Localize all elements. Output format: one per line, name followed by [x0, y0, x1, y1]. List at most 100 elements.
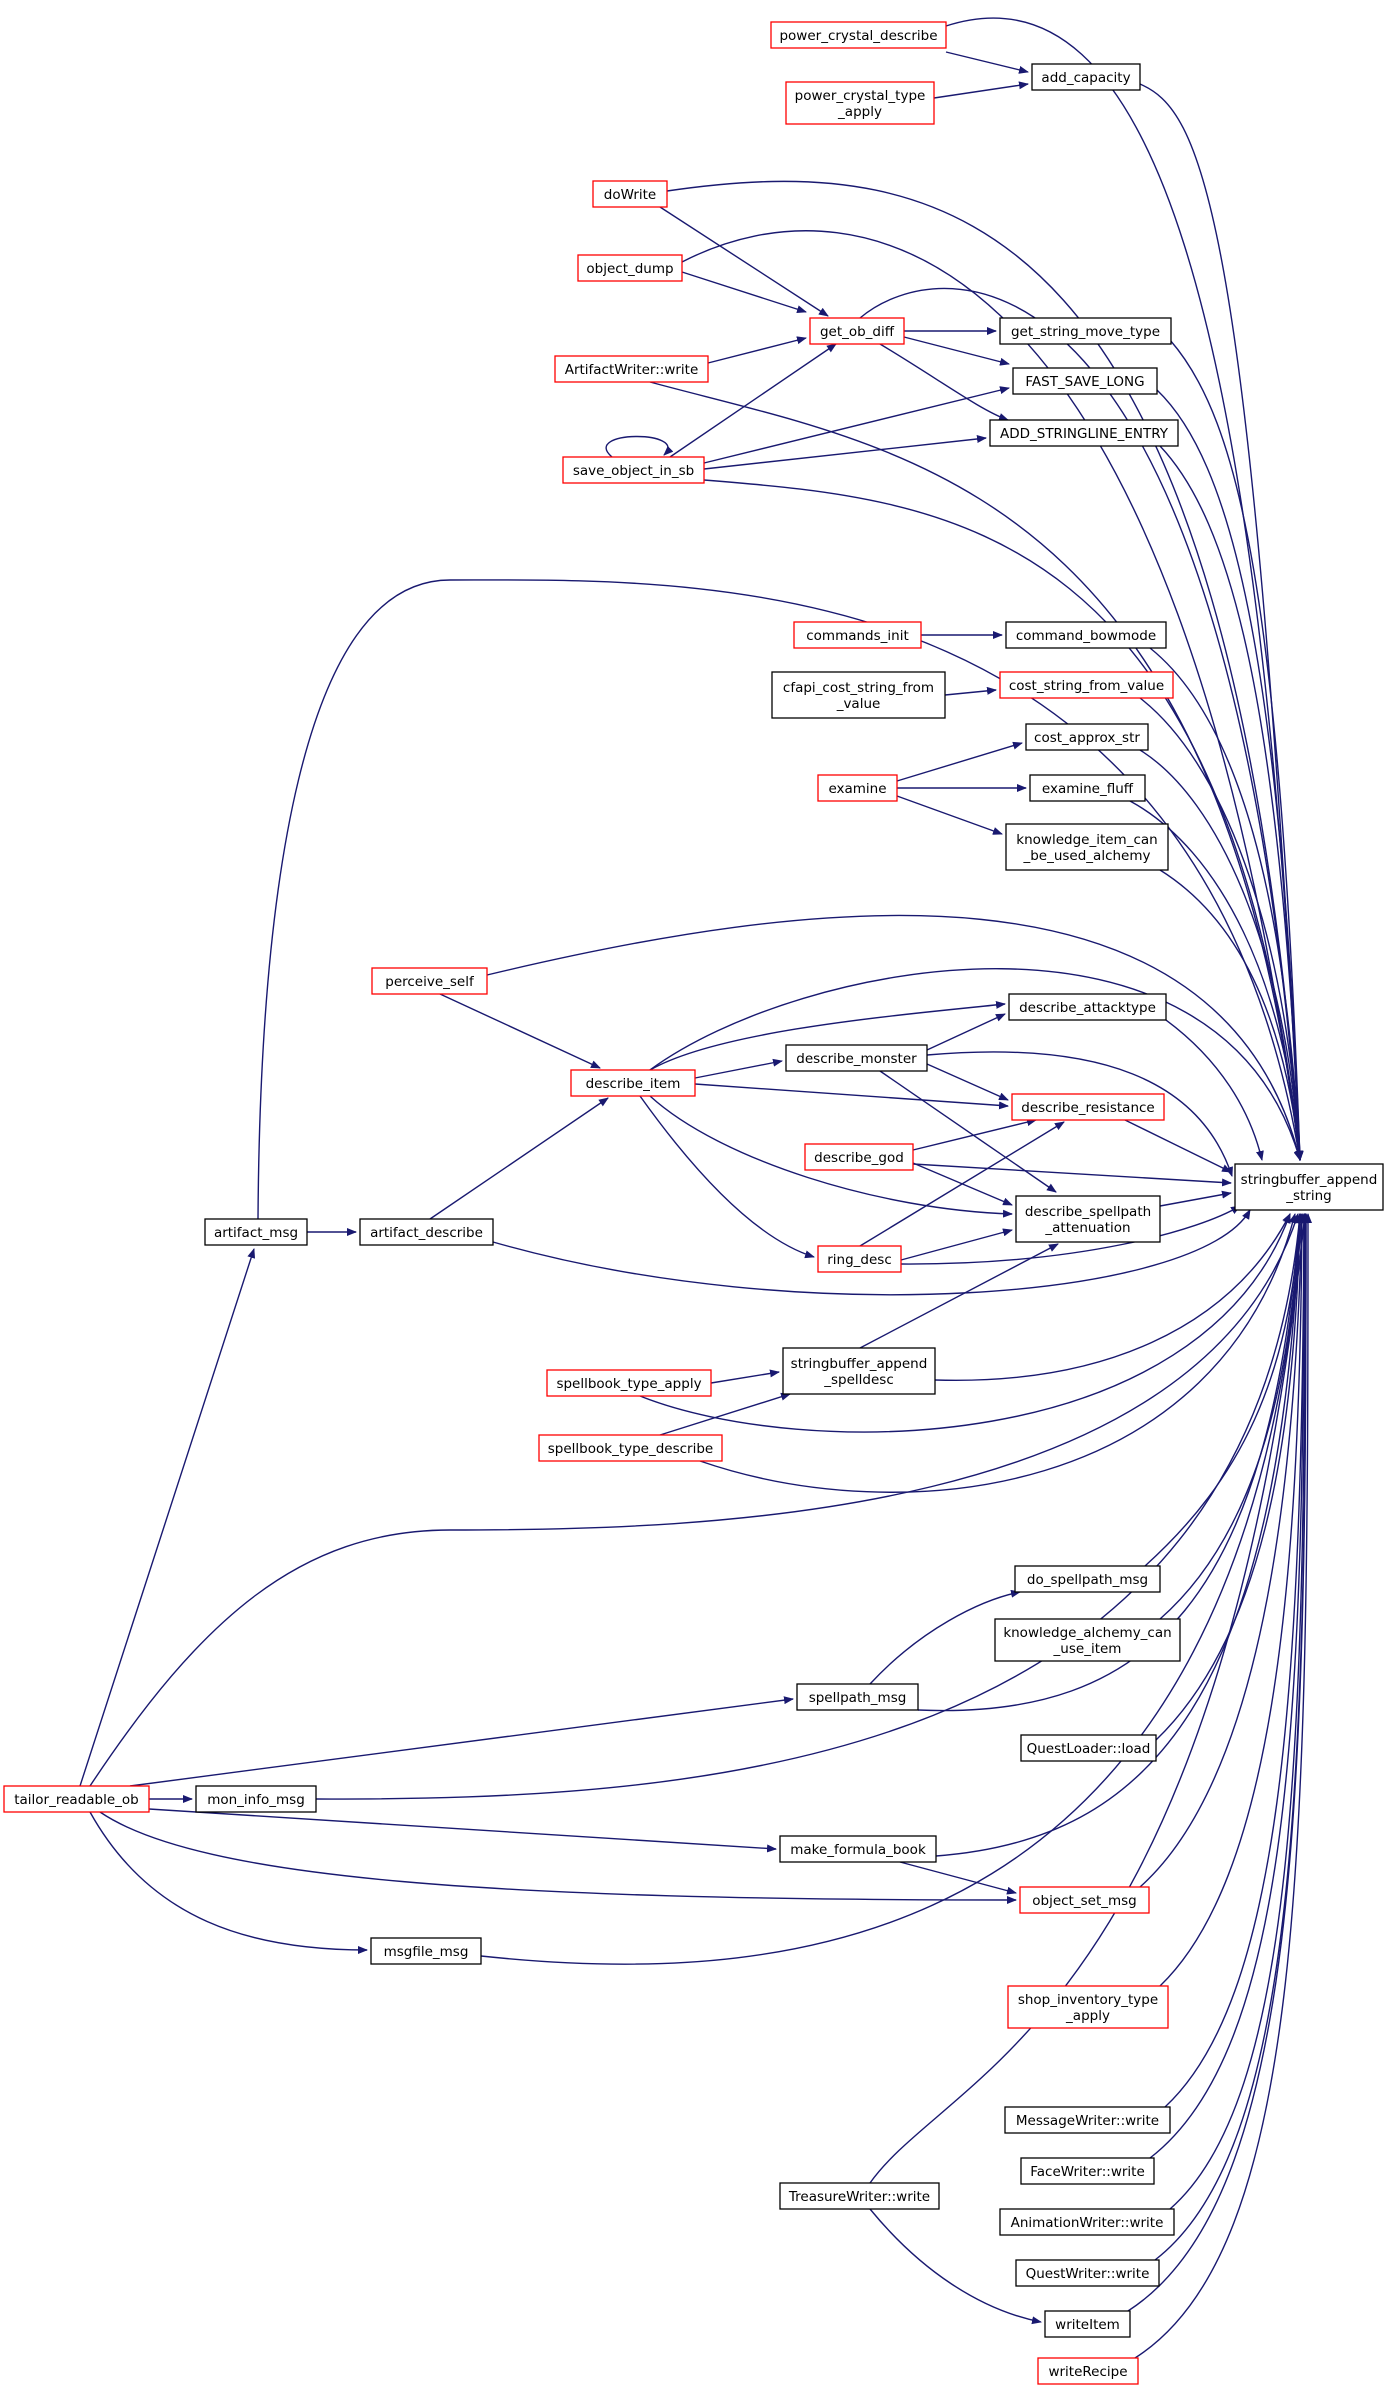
- edge-object_dump-to-get_ob_diff: [681, 271, 807, 314]
- edge-line: [1124, 1119, 1232, 1173]
- node-root[interactable]: stringbuffer_append_string: [1234, 1163, 1384, 1211]
- node-add-stringline-entry[interactable]: ADD_STRINGLINE_ENTRY: [989, 419, 1179, 447]
- node-describe-item[interactable]: describe_item: [570, 1069, 696, 1097]
- node-fast-save-long[interactable]: FAST_SAVE_LONG: [1012, 367, 1158, 395]
- node-msgfile-msg[interactable]: msgfile_msg: [370, 1937, 482, 1965]
- node-ring-desc[interactable]: ring_desc: [817, 1245, 902, 1273]
- edge-line: [703, 386, 1010, 464]
- node-add-capacity[interactable]: add_capacity: [1031, 63, 1141, 91]
- node-box: [994, 1618, 1181, 1662]
- node-box: [1031, 63, 1141, 91]
- edge-line: [666, 180, 1304, 1161]
- node-box: [592, 180, 668, 208]
- edge-writerecipe-to-root: [1134, 1213, 1312, 2359]
- node-examine[interactable]: examine: [817, 774, 898, 802]
- node-box: [1005, 823, 1169, 871]
- edge-describe_monster-to-describe_spellpath_attenuation: [879, 1070, 1057, 1193]
- edge-line: [148, 1808, 777, 1853]
- node-mon-info-msg[interactable]: mon_info_msg: [195, 1785, 317, 1813]
- node-box: [577, 254, 683, 282]
- node-facewriter-write[interactable]: FaceWriter::write: [1020, 2157, 1155, 2185]
- edge-line: [900, 1228, 1013, 1261]
- edge-artifact_writer_write-to-get_ob_diff: [707, 336, 807, 364]
- node-knowledge-alchemy-can-use-item[interactable]: knowledge_alchemy_can_use_item: [994, 1618, 1181, 1662]
- node-artifact-describe[interactable]: artifact_describe: [359, 1218, 494, 1246]
- edge-get_ob_diff-to-fast_save_long: [903, 336, 1010, 366]
- node-command-bowmode[interactable]: command_bowmode: [1005, 621, 1167, 649]
- node-questwriter-write[interactable]: QuestWriter::write: [1015, 2259, 1160, 2287]
- node-object-set-msg[interactable]: object_set_msg: [1019, 1886, 1150, 1914]
- node-animationwriter-write[interactable]: AnimationWriter::write: [999, 2208, 1175, 2236]
- edge-line: [1134, 1213, 1312, 2359]
- node-label: FAST_SAVE_LONG: [1025, 374, 1144, 390]
- node-power-crystal-type-apply[interactable]: power_crystal_type_apply: [785, 81, 935, 125]
- node-tailor-readable-ob[interactable]: tailor_readable_ob: [3, 1785, 150, 1813]
- node-describe-spellpath-attenuation[interactable]: describe_spellpath_attenuation: [1015, 1195, 1161, 1243]
- edge-describe_monster-to-describe_attacktype: [926, 1013, 1006, 1051]
- edge-line: [703, 479, 1303, 1161]
- node-questloader-load[interactable]: QuestLoader::load: [1020, 1734, 1157, 1762]
- node-spellpath-msg[interactable]: spellpath_msg: [796, 1683, 919, 1711]
- node-cfapi-cost-string-from-value[interactable]: cfapi_cost_string_from_value: [771, 671, 946, 719]
- node-examine-fluff[interactable]: examine_fluff: [1029, 774, 1146, 802]
- node-make-formula-book[interactable]: make_formula_book: [779, 1835, 937, 1863]
- edge-line: [694, 1058, 783, 1079]
- node-label: spellpath_msg: [809, 1690, 907, 1706]
- edge-artifact_describe-to-root: [492, 1209, 1251, 1296]
- node-label: examine_fluff: [1042, 781, 1134, 797]
- node-do-spellpath-msg[interactable]: do_spellpath_msg: [1014, 1565, 1161, 1593]
- node-shop-inventory-type-apply[interactable]: shop_inventory_type_apply: [1007, 1985, 1169, 2029]
- node-object-dump[interactable]: object_dump: [577, 254, 683, 282]
- edge-shop_inventory_type_apply-to-root: [1159, 1213, 1306, 1987]
- edge-line: [879, 343, 1009, 421]
- edge-line: [869, 2208, 1042, 2325]
- edge-perceive_self-to-describe_item: [439, 993, 601, 1069]
- node-box: [771, 671, 946, 719]
- node-label: object_dump: [586, 261, 673, 277]
- node-box: [999, 671, 1174, 699]
- node-power-crystal-describe[interactable]: power_crystal_describe: [770, 21, 947, 49]
- node-treasurewriter-write[interactable]: TreasureWriter::write: [779, 2182, 940, 2210]
- edge-line: [1149, 647, 1304, 1161]
- node-box: [796, 1683, 919, 1711]
- node-artifact-msg[interactable]: artifact_msg: [204, 1218, 308, 1246]
- node-knowledge-item-can-be-used-alchemy[interactable]: knowledge_item_can_be_used_alchemy: [1005, 823, 1169, 871]
- node-label: FaceWriter::write: [1030, 2164, 1145, 2180]
- node-stringbuffer-append-spelldesc[interactable]: stringbuffer_append_spelldesc: [782, 1347, 936, 1395]
- node-doWrite[interactable]: doWrite: [592, 180, 668, 208]
- node-perceive-self[interactable]: perceive_self: [371, 967, 488, 995]
- node-describe-god[interactable]: describe_god: [804, 1143, 914, 1171]
- node-describe-monster[interactable]: describe_monster: [785, 1044, 928, 1072]
- edge-command_bowmode-to-root: [1149, 647, 1304, 1161]
- node-messagewriter-write[interactable]: MessageWriter::write: [1004, 2106, 1171, 2134]
- node-label: AnimationWriter::write: [1011, 2215, 1164, 2231]
- node-label: describe_resistance: [1021, 1100, 1154, 1116]
- node-spellbook-type-describe[interactable]: spellbook_type_describe: [538, 1434, 723, 1462]
- node-get-ob-diff[interactable]: get_ob_diff: [809, 317, 905, 345]
- node-box: [779, 1835, 937, 1863]
- node-describe-attacktype[interactable]: describe_attacktype: [1008, 993, 1167, 1021]
- edge-line: [1139, 697, 1304, 1161]
- edge-line: [649, 1095, 1013, 1218]
- node-describe-resistance[interactable]: describe_resistance: [1011, 1093, 1165, 1121]
- node-commands-init[interactable]: commands_init: [793, 621, 922, 649]
- node-cost-string-from-value[interactable]: cost_string_from_value: [999, 671, 1174, 699]
- node-cost-approx-str[interactable]: cost_approx_str: [1025, 723, 1149, 751]
- edge-get_ob_diff-to-root: [859, 287, 1304, 1161]
- edge-tailor_readable_ob-to-spellpath_msg: [129, 1696, 794, 1787]
- node-label: describe_spellpath: [1025, 1204, 1151, 1220]
- node-label: TreasureWriter::write: [788, 2189, 930, 2205]
- node-box: [989, 419, 1179, 447]
- node-artifact-writer-write[interactable]: ArtifactWriter::write: [554, 355, 709, 383]
- node-writerecipe[interactable]: writeRecipe: [1037, 2357, 1139, 2385]
- edge-line: [669, 343, 837, 458]
- node-label: _value: [836, 696, 881, 712]
- node-get-string-move-type[interactable]: get_string_move_type: [999, 317, 1172, 345]
- node-spellbook-type-apply[interactable]: spellbook_type_apply: [546, 1369, 712, 1397]
- node-box: [570, 1069, 696, 1097]
- node-label: knowledge_item_can: [1016, 832, 1157, 848]
- node-writeitem[interactable]: writeItem: [1044, 2310, 1131, 2338]
- node-save-object-in-sb[interactable]: save_object_in_sb: [562, 456, 705, 484]
- edge-line: [129, 1696, 794, 1787]
- node-box: [562, 456, 705, 484]
